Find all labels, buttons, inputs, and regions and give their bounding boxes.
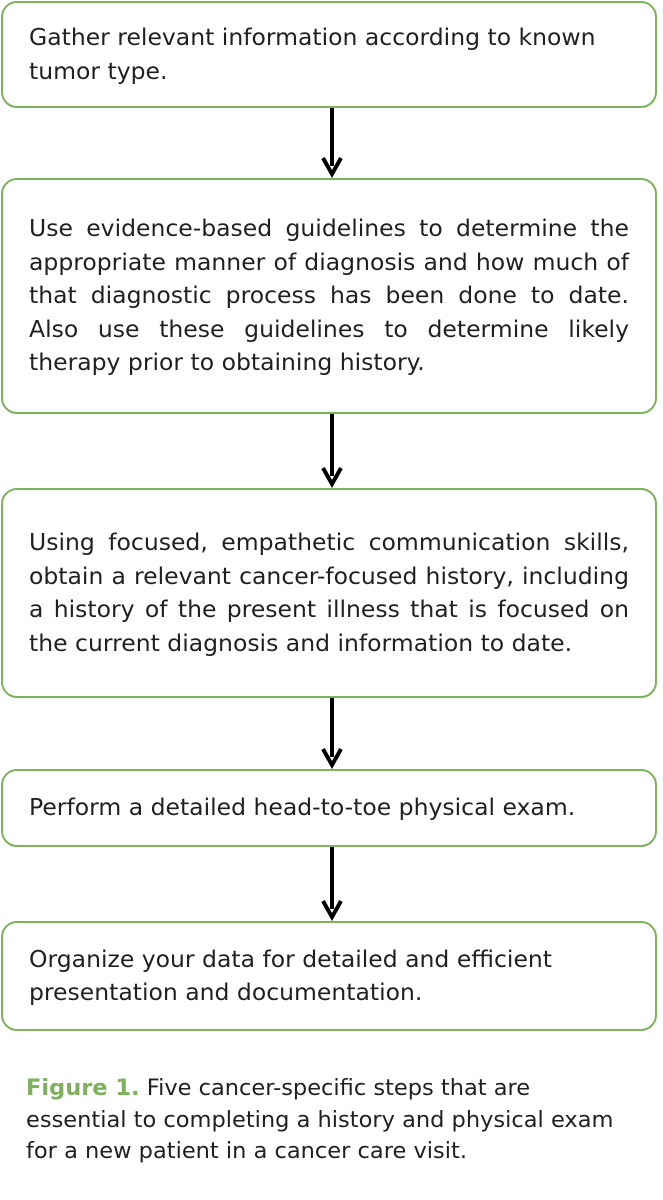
step-box-3: Using focused, empathetic communication … [1, 488, 657, 698]
step-box-2: Use evidence-based guidelines to determi… [1, 178, 657, 414]
figure-caption: Figure 1. Five cancer-specific steps tha… [26, 1073, 626, 1168]
arrow-down-icon [320, 698, 344, 769]
step-1-text: Gather relevant information according to… [29, 23, 596, 85]
step-box-1: Gather relevant information according to… [1, 1, 657, 108]
figure-label: Figure 1. [26, 1075, 140, 1101]
arrow-down-icon [320, 414, 344, 488]
arrow-down-icon [320, 108, 344, 178]
step-box-5: Organize your data for detailed and effi… [1, 921, 657, 1031]
step-2-text: Use evidence-based guidelines to determi… [29, 214, 629, 377]
arrow-down-icon [320, 847, 344, 921]
step-3-text: Using focused, empathetic communication … [29, 528, 629, 657]
caption-text: Five cancer-specific steps that are esse… [26, 1075, 614, 1164]
step-box-4: Perform a detailed head-to-toe physical … [1, 769, 657, 847]
step-5-text: Organize your data for detailed and effi… [29, 944, 553, 1007]
step-4-text: Perform a detailed head-to-toe physical … [29, 793, 576, 822]
